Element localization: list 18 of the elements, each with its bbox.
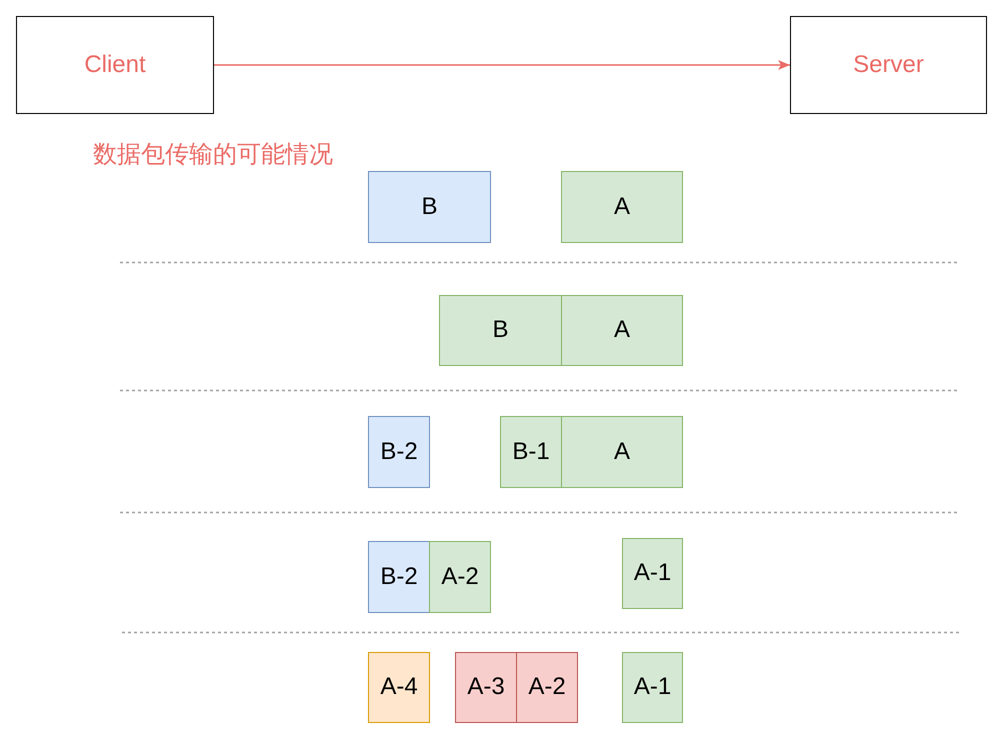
packet-box: A-1 bbox=[622, 652, 683, 723]
packet-box: A bbox=[561, 416, 683, 488]
arrow bbox=[214, 60, 790, 70]
process-box: Client bbox=[16, 16, 214, 114]
packet-box: A-1 bbox=[622, 538, 683, 609]
packet-box: A bbox=[561, 171, 683, 243]
packet-box: A bbox=[561, 295, 683, 366]
packet-box: A-3 bbox=[455, 652, 517, 723]
packet-box: B bbox=[439, 295, 562, 366]
section-heading: 数据包传输的可能情况 bbox=[93, 141, 333, 170]
process-box: Server bbox=[790, 16, 987, 114]
packet-box: A-2 bbox=[429, 541, 491, 613]
packet-box: B-2 bbox=[368, 541, 430, 613]
packet-box: B-1 bbox=[500, 416, 562, 488]
packet-box: B bbox=[368, 171, 491, 243]
packet-box: A-2 bbox=[516, 652, 578, 723]
packet-box: B-2 bbox=[368, 416, 430, 488]
packet-box: A-4 bbox=[368, 652, 430, 723]
